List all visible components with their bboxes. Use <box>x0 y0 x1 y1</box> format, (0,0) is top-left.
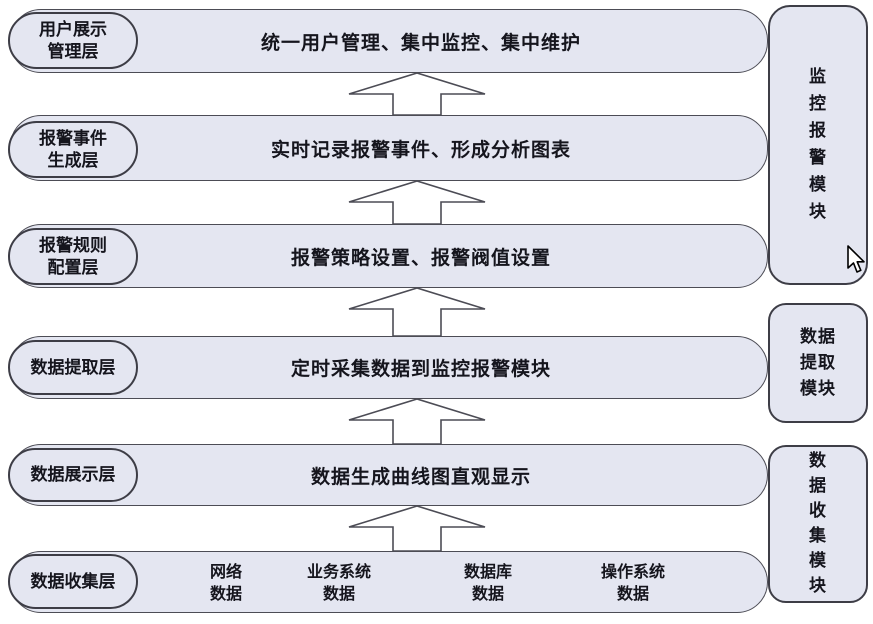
up-arrow-icon <box>348 72 486 116</box>
layer-content-text: 统一用户管理、集中监控、集中维护 <box>260 31 581 54</box>
module-data-extraction: 数据 提取 模块 <box>768 303 868 423</box>
data-source-business: 业务系统 数据 <box>306 562 371 603</box>
layer-bar-data-extract: 定时采集数据到监控报警模块 <box>10 336 768 399</box>
up-arrow-icon <box>348 505 486 552</box>
layer-label-alarm-event: 报警事件 生成层 <box>8 121 138 178</box>
data-source-database: 数据库 数据 <box>463 562 512 603</box>
layer-content-text: 数据生成曲线图直观显示 <box>310 465 531 488</box>
data-source-network: 网络 数据 <box>209 562 242 603</box>
layer-label-user-display: 用户展示 管理层 <box>8 12 138 69</box>
layer-label-data-display: 数据展示层 <box>8 448 138 502</box>
layer-label-data-collect: 数据收集层 <box>8 554 138 609</box>
up-arrow-icon <box>348 398 486 445</box>
layer-label-alarm-rule: 报警规则 配置层 <box>8 228 138 285</box>
layer-content-text: 报警策略设置、报警阀值设置 <box>290 246 551 269</box>
layer-content-text: 定时采集数据到监控报警模块 <box>290 358 551 380</box>
up-arrow-icon <box>348 180 486 225</box>
layer-label-data-extract: 数据提取层 <box>8 340 138 395</box>
mouse-cursor-icon <box>847 245 865 273</box>
module-data-collection: 数 据 收 集 模 块 <box>768 445 868 603</box>
up-arrow-icon <box>348 287 486 337</box>
module-monitoring-alarm: 监 控 报 警 模 块 <box>768 5 868 285</box>
layer-content-text: 实时记录报警事件、形成分析图表 <box>270 138 571 161</box>
data-source-os: 操作系统 数据 <box>600 562 665 603</box>
